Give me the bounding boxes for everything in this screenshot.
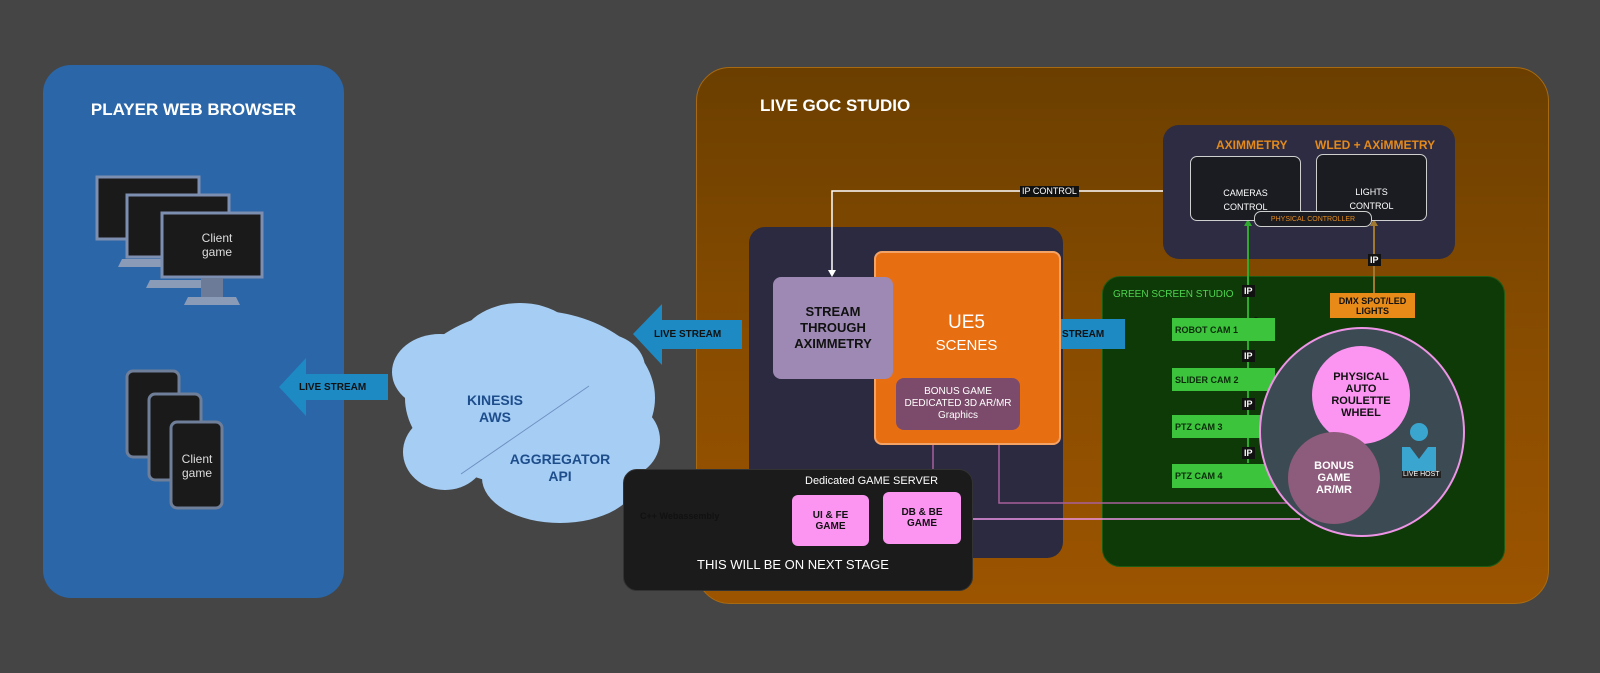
camera-ptz-3: PTZ CAM 3 — [1172, 415, 1275, 438]
desktop-client-label: Client game — [201, 231, 233, 259]
next-stage-label: THIS WILL BE ON NEXT STAGE — [697, 557, 889, 572]
camera-ptz-4: PTZ CAM 4 — [1172, 464, 1275, 488]
db-be-label: DB & BE GAME — [901, 507, 943, 529]
bonus-graphics-label: BONUS GAME DEDICATED 3D AR/MR Graphics — [904, 386, 1012, 421]
camera-label-1: ROBOT CAM 1 — [1175, 324, 1238, 335]
cloud-shape — [392, 303, 660, 523]
aggregator-api-label: AGGREGATOR API — [509, 451, 611, 484]
stream-through-aximmetry-box: STREAM THROUGH AXIMMETRY — [773, 277, 893, 379]
live-stream-label-in: LIVE STREAM — [1037, 329, 1105, 340]
bonus-mr-label: BONUS GAME AR/MR — [1314, 460, 1354, 496]
cameras-control-box: CAMERAS CONTROL — [1190, 156, 1301, 221]
live-host-label: LIVE HOST — [1402, 471, 1441, 478]
bonus-graphics-box: BONUS GAME DEDICATED 3D AR/MR Graphics — [896, 378, 1020, 430]
stream-box-label: STREAM THROUGH AXIMMETRY — [794, 304, 872, 351]
dmx-lights-box: DMX SPOT/LED LIGHTS — [1330, 293, 1415, 318]
cloud-divider — [460, 385, 590, 475]
aximmetry-label: AXIMMETRY — [1216, 138, 1288, 152]
camera-slider: SLIDER CAM 2 — [1172, 368, 1275, 391]
dmx-lights-label: DMX SPOT/LED LIGHTS — [1338, 295, 1407, 316]
camera-robot: ROBOT CAM 1 — [1172, 318, 1275, 341]
mobile-client-label: Client game — [181, 452, 213, 480]
camera-label-4: PTZ CAM 4 — [1175, 471, 1223, 481]
arrow-to-cloud — [633, 304, 742, 365]
mobile-phones-icon — [125, 369, 224, 510]
physical-controller-label: PHYSICAL CONTROLLER — [1270, 215, 1356, 223]
roulette-wheel-label: PHYSICAL AUTO ROULETTE WHEEL — [1331, 371, 1391, 419]
desktop-monitors-icon — [95, 175, 264, 305]
wled-label: WLED + AXiMMETRY — [1315, 138, 1436, 152]
lights-control-box: LIGHTS CONTROL — [1316, 154, 1427, 221]
bonus-feed-line — [998, 432, 1300, 504]
ue5-subtitle: SCENES — [935, 337, 998, 354]
green-screen-title: GREEN SCREEN STUDIO — [1113, 289, 1234, 300]
ui-fe-game-box: UI & FE GAME — [792, 495, 869, 546]
live-stream-label-out: LIVE STREAM — [654, 329, 722, 340]
ue5-title: UE5 — [948, 312, 985, 333]
live-stream-label-browser: LIVE STREAM — [299, 382, 367, 393]
roulette-wheel: PHYSICAL AUTO ROULETTE WHEEL — [1312, 346, 1410, 444]
webassembly-label: C++ Webassembly — [640, 511, 720, 521]
camera-label-2: SLIDER CAM 2 — [1175, 374, 1239, 385]
player-browser-title: PLAYER WEB BROWSER — [90, 100, 297, 119]
ip-tag-4: IP — [1242, 447, 1255, 459]
lights-control-label: LIGHTS CONTROL — [1349, 186, 1394, 211]
ip-control-tag: IP CONTROL — [1020, 186, 1079, 197]
game-server-title: Dedicated GAME SERVER — [805, 475, 939, 487]
ui-fe-label: UI & FE GAME — [812, 509, 849, 532]
live-host-icon — [1402, 423, 1436, 471]
studio-title: LIVE GOC STUDIO — [760, 96, 911, 115]
camera-label-3: PTZ CAM 3 — [1175, 421, 1223, 432]
ip-tag-lights: IP — [1368, 254, 1381, 266]
arrow-to-browser — [279, 358, 388, 416]
db-be-game-box: DB & BE GAME — [883, 492, 961, 544]
cameras-control-label: CAMERAS CONTROL — [1223, 187, 1268, 212]
ip-tag-3: IP — [1242, 398, 1255, 410]
ip-tag-2: IP — [1242, 350, 1255, 362]
ip-tag-1: IP — [1242, 285, 1255, 297]
bonus-game-ar-mr: BONUS GAME AR/MR — [1288, 432, 1380, 524]
kinesis-aws-label: KINESIS AWS — [466, 392, 523, 425]
physical-controller-box: PHYSICAL CONTROLLER — [1254, 211, 1372, 227]
